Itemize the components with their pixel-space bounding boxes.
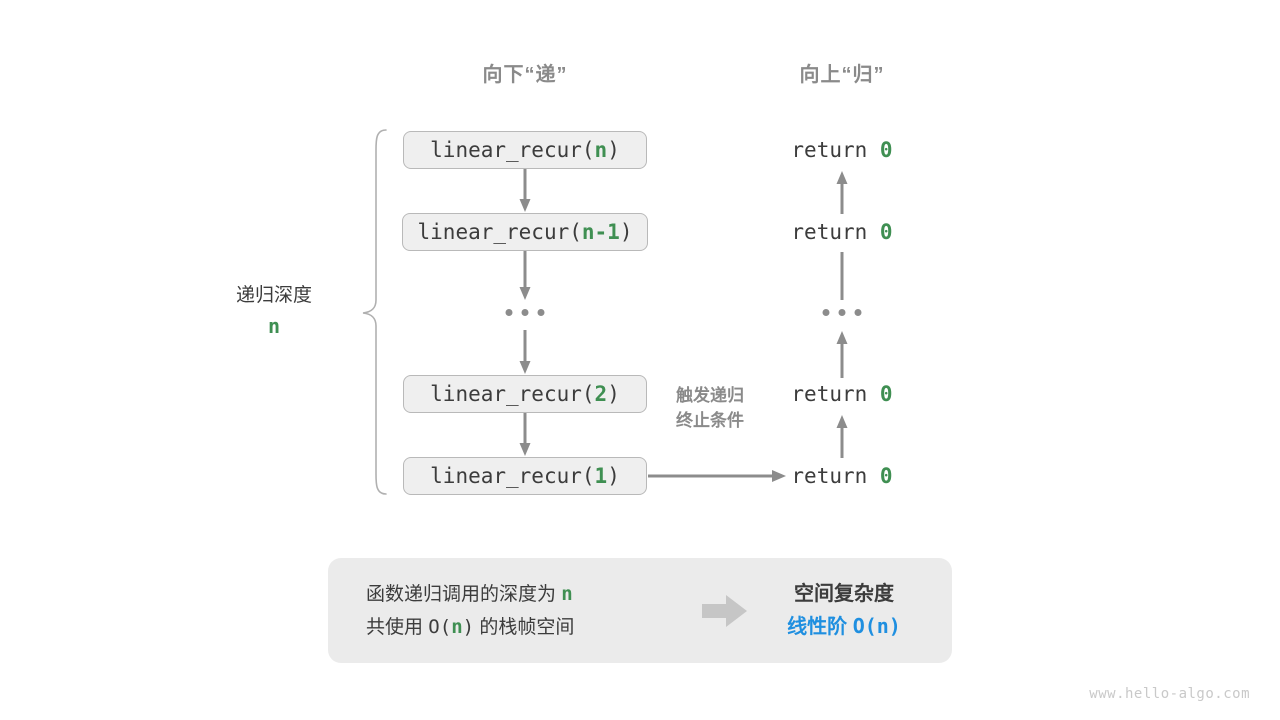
return-keyword: return bbox=[791, 382, 868, 406]
return-keyword: return bbox=[791, 464, 868, 488]
call-box-arg: 1 bbox=[594, 464, 608, 488]
summary-line-2-n: n bbox=[451, 615, 463, 638]
call-box-arg: n bbox=[594, 138, 608, 162]
column-header-descend: 向下“递” bbox=[482, 64, 568, 86]
call-box-prefix: linear_recur( bbox=[430, 382, 595, 406]
summary-arrow-icon bbox=[696, 594, 754, 628]
trigger-note-line1: 触发递归 bbox=[676, 386, 744, 405]
summary-right: 空间复杂度 线性阶 O(n) bbox=[754, 578, 952, 643]
trigger-note: 触发递归 终止条件 bbox=[676, 383, 744, 433]
column-header-ascend: 向上“归” bbox=[799, 64, 885, 86]
summary-value-notation: O(n) bbox=[852, 614, 901, 638]
ellipsis-dot bbox=[854, 309, 862, 316]
summary-line-1: 函数递归调用的深度为 n bbox=[366, 578, 696, 611]
return-keyword: return bbox=[791, 138, 868, 162]
summary-value-text: 线性阶 bbox=[787, 616, 848, 638]
return-value: 0 bbox=[879, 464, 893, 488]
return-label-1: return 0 bbox=[791, 138, 892, 162]
ellipsis-dot bbox=[838, 309, 846, 316]
return-label-4: return 0 bbox=[791, 464, 892, 488]
return-value: 0 bbox=[879, 220, 893, 244]
depth-brace bbox=[360, 128, 388, 496]
summary-line-2: 共使用 O(n) 的栈帧空间 bbox=[366, 611, 696, 644]
summary-left: 函数递归调用的深度为 n 共使用 O(n) 的栈帧空间 bbox=[366, 578, 696, 644]
descend-arrow-4 bbox=[518, 413, 532, 457]
call-box-prefix: linear_recur( bbox=[417, 220, 582, 244]
summary-line-1-text: 函数递归调用的深度为 bbox=[366, 583, 557, 605]
summary-panel: 函数递归调用的深度为 n 共使用 O(n) 的栈帧空间 空间复杂度 线性阶 O(… bbox=[328, 558, 952, 663]
descend-arrow-1 bbox=[518, 169, 532, 213]
ellipsis-dot bbox=[537, 309, 545, 316]
depth-label-value: n bbox=[267, 314, 281, 338]
summary-line-2-text-b: 的栈帧空间 bbox=[479, 616, 575, 638]
call-box-prefix: linear_recur( bbox=[430, 138, 595, 162]
ellipsis-right bbox=[822, 309, 862, 316]
return-label-2: return 0 bbox=[791, 220, 892, 244]
base-case-arrow bbox=[648, 466, 788, 486]
summary-line-2-o: O( bbox=[428, 615, 452, 638]
call-box-suffix: ) bbox=[607, 382, 620, 406]
ascend-arrow-2 bbox=[835, 330, 849, 378]
ascend-arrow-1 bbox=[835, 170, 849, 214]
call-box-2: linear_recur(2) bbox=[403, 375, 647, 413]
call-box-suffix: ) bbox=[619, 220, 633, 244]
ascend-line-segment bbox=[835, 252, 849, 300]
call-box-n-minus-1: linear_recur(n-1) bbox=[402, 213, 648, 251]
call-box-suffix: ) bbox=[607, 464, 620, 488]
return-label-3: return 0 bbox=[791, 382, 892, 406]
call-box-prefix: linear_recur( bbox=[430, 464, 595, 488]
call-box-n: linear_recur(n) bbox=[403, 131, 647, 169]
return-value: 0 bbox=[879, 382, 893, 406]
call-box-1: linear_recur(1) bbox=[403, 457, 647, 495]
ellipsis-left bbox=[505, 309, 545, 316]
watermark: www.hello-algo.com bbox=[1089, 686, 1250, 702]
call-box-arg: 2 bbox=[594, 382, 608, 406]
depth-annotation: 递归深度 n bbox=[236, 282, 312, 340]
summary-value: 线性阶 O(n) bbox=[754, 610, 934, 643]
return-keyword: return bbox=[791, 220, 868, 244]
descend-arrow-3 bbox=[518, 330, 532, 375]
ellipsis-dot bbox=[521, 309, 529, 316]
call-box-arg: n-1 bbox=[581, 220, 620, 244]
summary-title: 空间复杂度 bbox=[794, 583, 894, 605]
descend-arrow-2 bbox=[518, 251, 532, 301]
return-value: 0 bbox=[879, 138, 893, 162]
summary-line-1-n: n bbox=[561, 582, 573, 605]
ellipsis-dot bbox=[505, 309, 513, 316]
call-box-suffix: ) bbox=[607, 138, 620, 162]
summary-line-2-text-a: 共使用 bbox=[366, 616, 424, 638]
ellipsis-dot bbox=[822, 309, 830, 316]
trigger-note-line2: 终止条件 bbox=[676, 411, 744, 430]
ascend-arrow-3 bbox=[835, 414, 849, 458]
depth-label-text: 递归深度 bbox=[235, 285, 313, 306]
summary-line-2-c: ) bbox=[462, 615, 475, 638]
